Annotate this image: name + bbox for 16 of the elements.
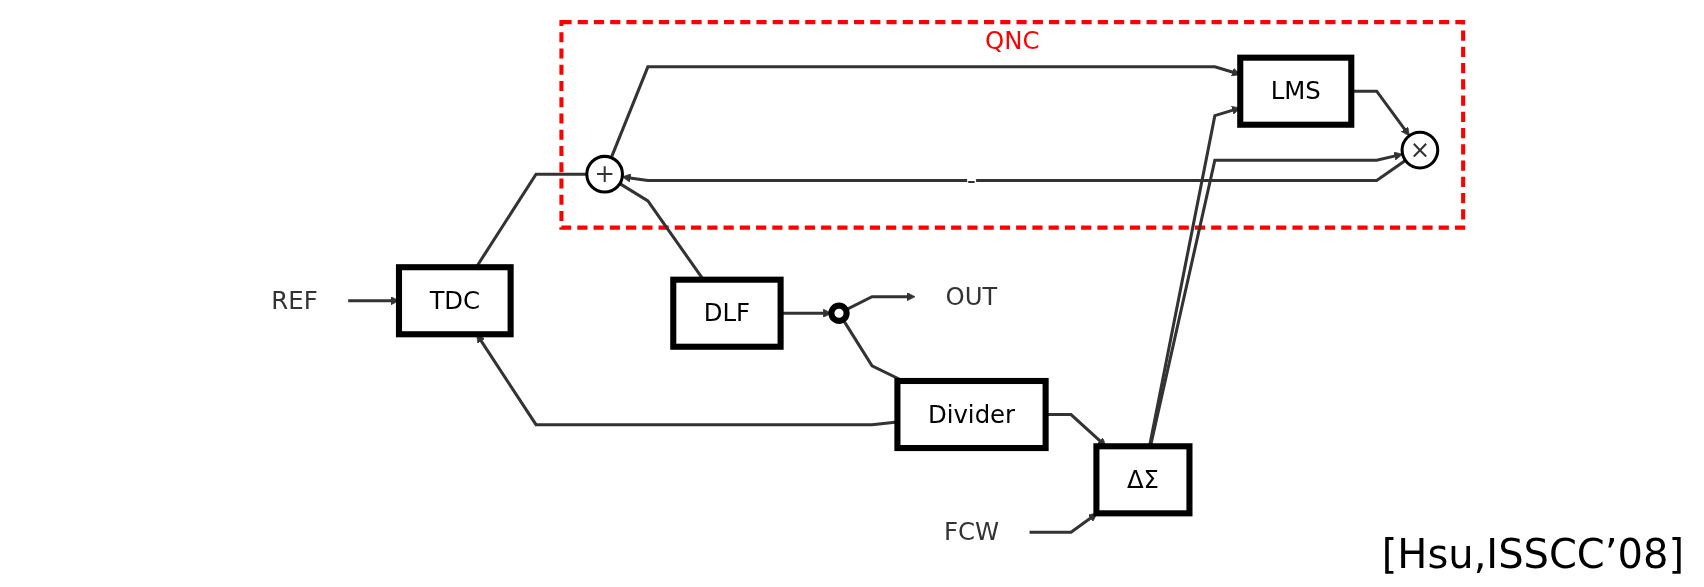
node-circle: × bbox=[1400, 130, 1440, 169]
edge-label: - bbox=[967, 165, 976, 195]
node-text: OUT bbox=[945, 281, 998, 311]
node-text: FCW bbox=[943, 517, 1000, 547]
arrow bbox=[1351, 89, 1410, 136]
node-box: TDC bbox=[395, 263, 514, 337]
node-box: DLF bbox=[670, 276, 784, 350]
node-box: Divider bbox=[894, 377, 1049, 451]
node-box: ΔΣ bbox=[1093, 442, 1193, 516]
node-circle: + bbox=[585, 154, 624, 194]
arrow bbox=[1029, 512, 1098, 534]
node-text: REF bbox=[271, 286, 318, 315]
node-box: LMS bbox=[1237, 54, 1355, 128]
arrow bbox=[845, 291, 916, 311]
node-circle bbox=[828, 302, 850, 324]
citation-note: [Hsu,ISSCC’08] bbox=[1381, 531, 1684, 577]
